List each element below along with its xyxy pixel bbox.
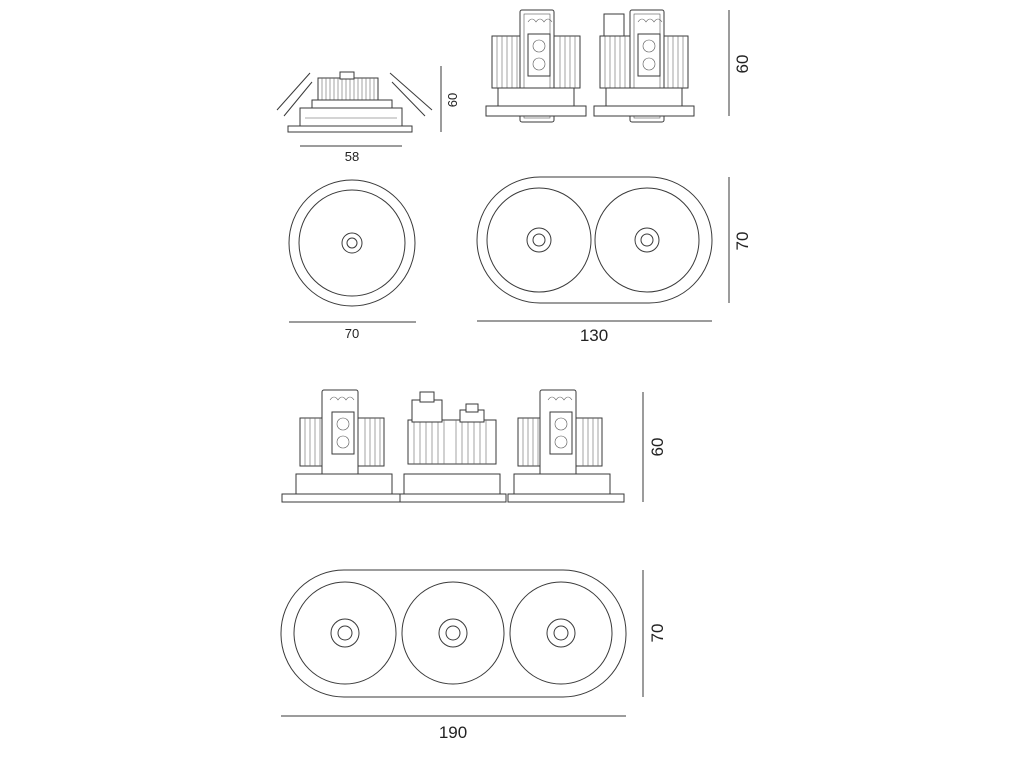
triple-top-view (280, 569, 627, 698)
single-side-height-label: 60 (445, 93, 460, 107)
double-top-width-dimension: 130 (477, 320, 712, 345)
double-top-view (476, 176, 713, 304)
single-side-height-dimension: 60 (440, 66, 460, 132)
triple-top-width-dimension: 190 (281, 715, 626, 742)
double-side-fins-2 (604, 36, 684, 88)
triple-side-height-dimension: 60 (642, 392, 667, 502)
triple-top-height-dimension: 70 (642, 570, 667, 697)
triple-side-view (281, 389, 625, 503)
triple-side-fins-1 (304, 418, 381, 466)
single-side-width-label: 58 (345, 149, 359, 164)
triple-side-fins-3 (522, 418, 599, 466)
single-top-diameter-label: 70 (345, 326, 359, 341)
single-side-width-dimension: 58 (300, 145, 402, 164)
double-top-height-dimension: 70 (728, 177, 752, 303)
triple-side-fins-2 (413, 420, 487, 464)
double-side-view (485, 9, 695, 123)
single-top-diameter-dimension: 70 (289, 321, 416, 341)
double-side-height-dimension: 60 (728, 10, 752, 116)
double-side-fins-1 (496, 36, 576, 88)
triple-top-height-label: 70 (648, 624, 667, 643)
single-side-view (276, 71, 433, 133)
double-top-width-label: 130 (580, 326, 608, 345)
triple-side-height-label: 60 (648, 438, 667, 457)
single-top-view (288, 179, 416, 307)
double-top-height-label: 70 (733, 232, 752, 251)
double-side-height-label: 60 (733, 55, 752, 74)
triple-top-width-label: 190 (439, 723, 467, 742)
